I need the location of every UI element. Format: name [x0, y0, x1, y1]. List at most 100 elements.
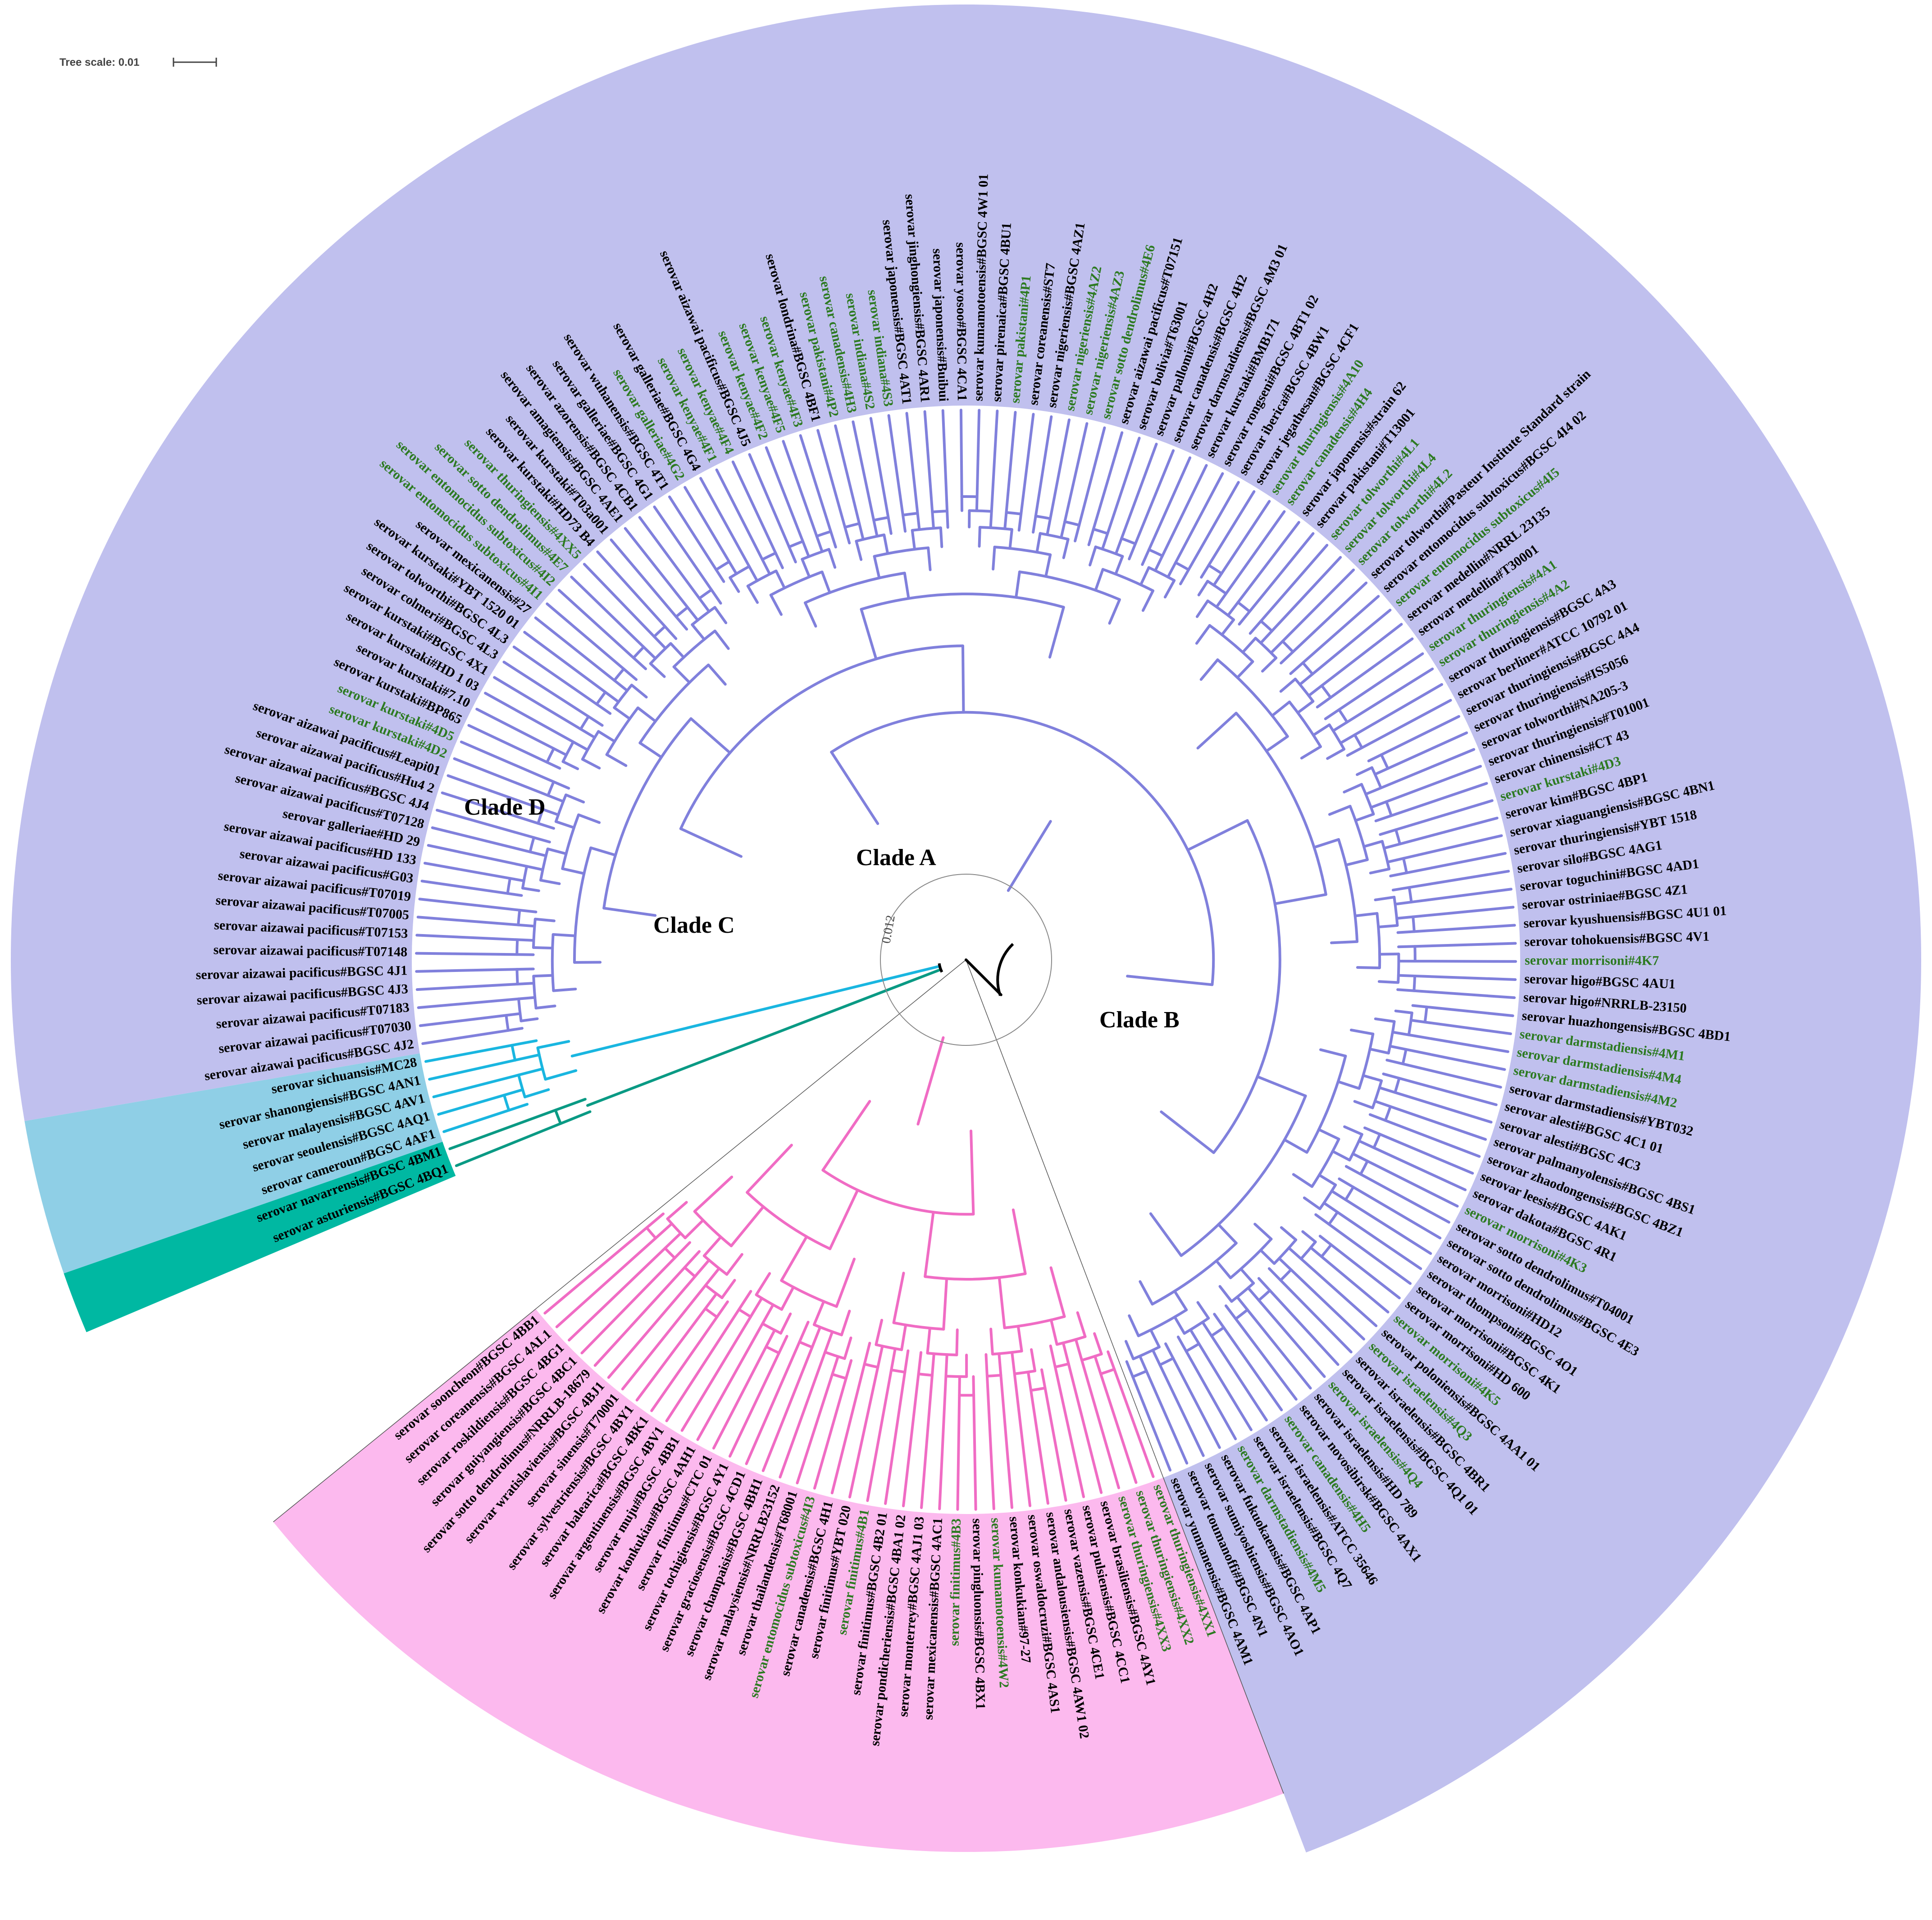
leaf-branch	[1078, 426, 1106, 527]
internal-branch	[788, 545, 797, 564]
internal-branch	[704, 1267, 720, 1287]
internal-branch	[775, 569, 786, 589]
leaf-branch	[956, 1394, 961, 1511]
internal-branch	[989, 510, 993, 529]
internal-branch	[992, 546, 996, 571]
leaf-branch	[1236, 521, 1300, 604]
internal-branch	[939, 526, 943, 548]
leaf-branch	[607, 1275, 697, 1379]
internal-branch	[1215, 592, 1228, 608]
internal-branch	[507, 1103, 529, 1112]
internal-branch	[998, 1276, 1006, 1329]
leaf-branch	[1259, 543, 1329, 623]
leaf-branch	[568, 1247, 667, 1342]
internal-branch	[1040, 1368, 1047, 1390]
internal-branch	[581, 758, 601, 770]
leaf-branch	[1257, 1299, 1326, 1378]
internal-branch	[1296, 700, 1315, 714]
leaf-branch	[1030, 1389, 1049, 1505]
leaf-branch	[555, 1236, 657, 1328]
internal-branch	[958, 1375, 961, 1397]
internal-branch	[1369, 867, 1391, 875]
leaf-branch	[1378, 1133, 1474, 1175]
internal-branch	[725, 1253, 743, 1276]
internal-branch	[840, 1309, 851, 1336]
internal-branch	[613, 706, 631, 721]
leaf-branch	[1174, 472, 1224, 564]
internal-branch	[518, 908, 538, 913]
internal-branch	[693, 1175, 734, 1213]
internal-branch	[551, 933, 577, 937]
internal-branch	[1197, 579, 1209, 597]
leaf-branch	[431, 826, 532, 853]
leaf-branch	[638, 516, 701, 600]
leaf-branch	[813, 1377, 848, 1490]
leaf-branch	[1401, 1063, 1502, 1089]
internal-branch	[811, 1326, 822, 1349]
internal-branch	[1062, 1341, 1070, 1365]
internal-branch-arc	[1006, 511, 1021, 515]
internal-branch	[972, 1375, 975, 1397]
leaf-branch	[1372, 1146, 1467, 1191]
internal-branch	[597, 730, 616, 743]
internal-branch-arc	[804, 571, 905, 604]
internal-branch-arc	[1152, 1242, 1237, 1305]
leaf-branch	[1171, 1357, 1221, 1449]
internal-branch	[517, 996, 537, 1000]
internal-branch-arc	[1288, 701, 1322, 748]
leaf-branch	[761, 1345, 814, 1472]
internal-branch	[552, 747, 568, 757]
internal-branch	[1179, 568, 1190, 585]
leaf-branch	[1198, 1342, 1253, 1432]
internal-branch	[604, 691, 620, 703]
internal-branch	[1186, 819, 1249, 852]
internal-branch	[1351, 1152, 1369, 1163]
leaf-branch	[447, 774, 544, 811]
internal-branch	[1049, 1266, 1066, 1318]
internal-branch	[523, 1088, 550, 1099]
leaf-branch	[436, 809, 535, 839]
internal-branch	[1368, 1113, 1387, 1122]
internal-branch	[1239, 1268, 1255, 1285]
internal-branch	[1107, 1350, 1116, 1371]
leaf-branch	[448, 1108, 557, 1150]
internal-branch	[1354, 812, 1375, 822]
internal-branch	[765, 1328, 776, 1348]
internal-branch	[1395, 915, 1415, 920]
leaf-branch	[1399, 816, 1499, 846]
internal-branch	[1026, 1370, 1033, 1392]
internal-branch	[1046, 517, 1052, 536]
leaf-branch	[512, 645, 598, 706]
internal-branch	[1160, 1110, 1215, 1154]
internal-branch	[715, 568, 725, 583]
internal-branch	[1236, 660, 1254, 679]
internal-branch	[507, 1027, 524, 1032]
internal-branch	[506, 892, 523, 897]
internal-branch	[1317, 1128, 1340, 1140]
internal-branch	[1307, 684, 1323, 697]
leaf-label: serovar aizawai pacificus#T07148	[213, 942, 407, 959]
internal-branch	[1280, 650, 1294, 665]
internal-branch	[630, 684, 648, 699]
internal-branch-arc	[770, 570, 823, 597]
internal-branch	[636, 706, 657, 723]
internal-branch	[1074, 524, 1081, 543]
internal-branch	[998, 1352, 1002, 1377]
internal-branch	[1309, 1246, 1323, 1258]
internal-branch	[669, 642, 685, 659]
internal-branch	[1362, 1074, 1383, 1082]
leaf-branch	[665, 1308, 741, 1423]
internal-branch	[534, 1004, 556, 1010]
internal-branch	[1217, 1223, 1238, 1245]
internal-branch	[1300, 745, 1322, 760]
internal-branch	[738, 1290, 752, 1311]
internal-branch	[652, 635, 667, 650]
leaf-branch	[959, 409, 963, 498]
internal-branch-arc	[573, 847, 592, 962]
internal-branch	[533, 917, 556, 922]
internal-branch	[1324, 708, 1340, 721]
internal-branch	[1199, 658, 1219, 681]
internal-branch	[989, 1327, 994, 1356]
internal-branch-arc	[994, 546, 1051, 556]
internal-branch	[1289, 661, 1304, 675]
